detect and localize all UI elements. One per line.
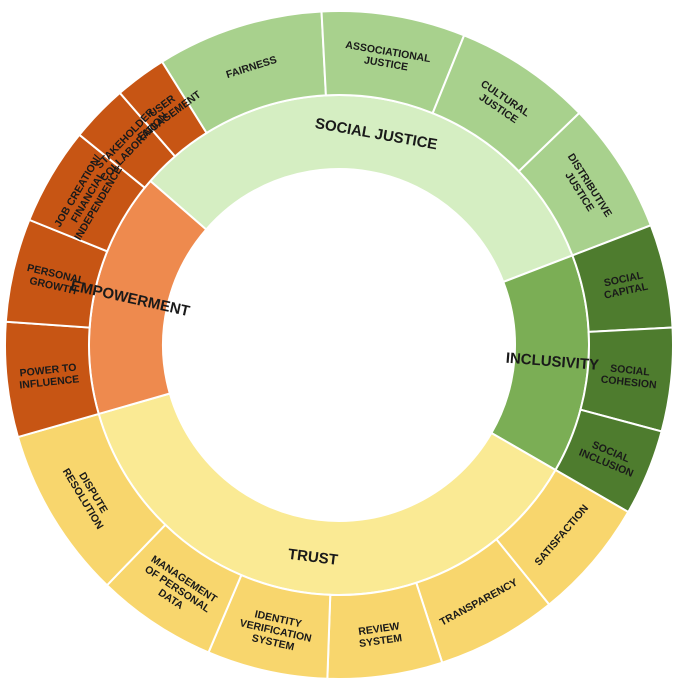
item-label-social-cohesion: SOCIALCOHESION <box>600 362 658 392</box>
wheel-segments <box>4 10 674 680</box>
outer-segment-user-engagement <box>118 60 208 158</box>
dimension-label-trust: TRUST <box>287 546 339 569</box>
item-label-review-system: REVIEWSYSTEM <box>357 620 403 650</box>
